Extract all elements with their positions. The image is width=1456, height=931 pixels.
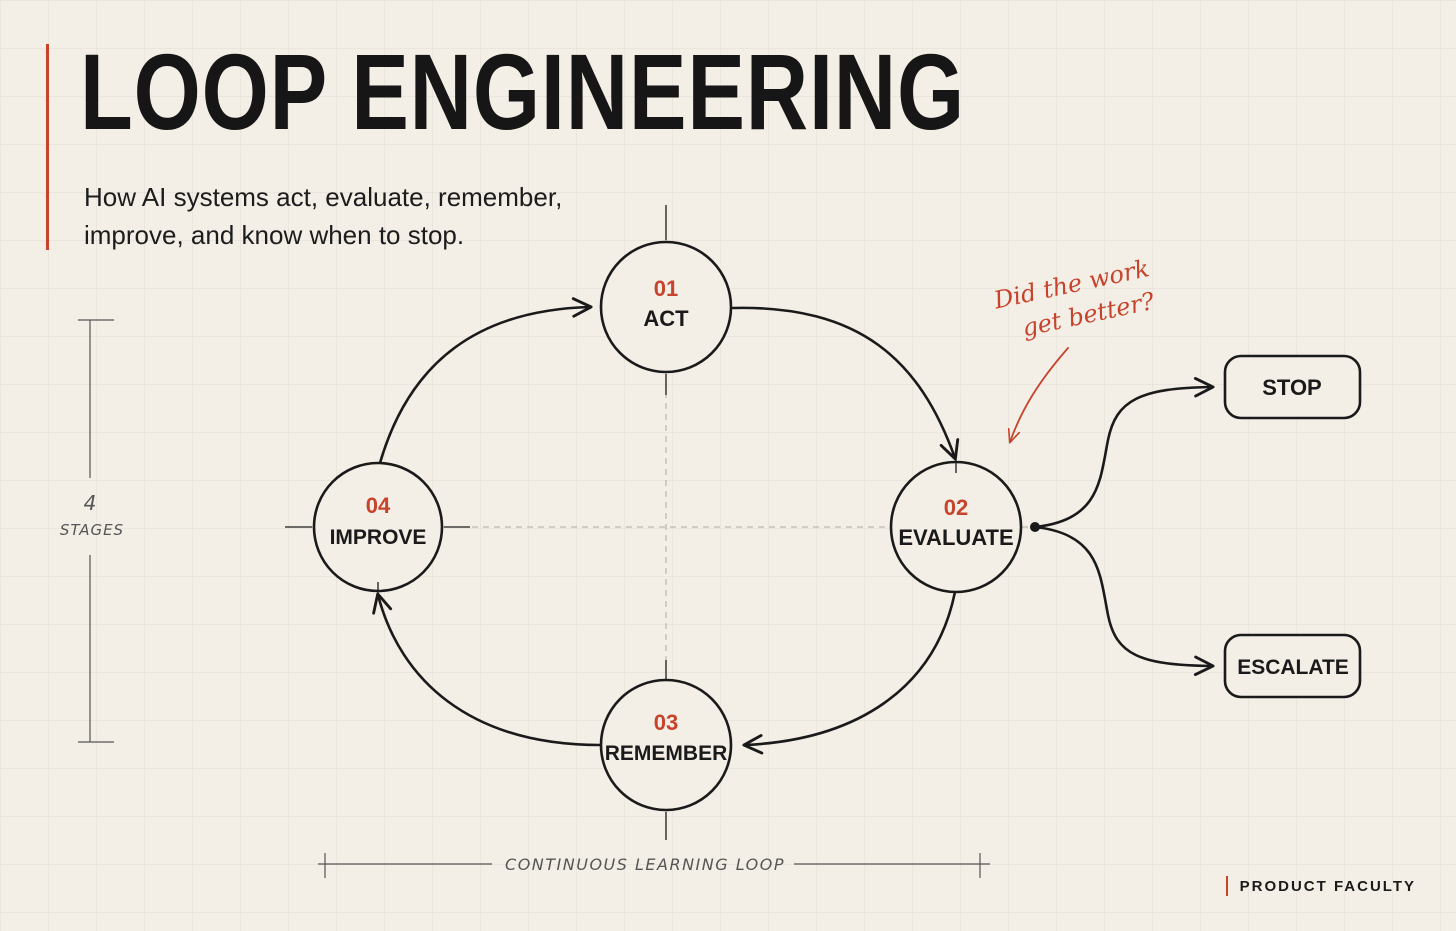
page-subtitle: How AI systems act, evaluate, remember, … xyxy=(84,182,563,250)
arrow-improve-to-act xyxy=(378,297,593,465)
stages-label: STAGES xyxy=(60,521,124,539)
decision-branch xyxy=(1033,377,1215,676)
stage-node-improve: 04 IMPROVE xyxy=(285,461,470,598)
decision-point xyxy=(1030,522,1040,532)
stages-count: 4 xyxy=(84,491,97,515)
outcome-stop-label: STOP xyxy=(1262,375,1322,400)
loop-label: CONTINUOUS LEARNING LOOP xyxy=(505,855,785,874)
loop-arrows xyxy=(372,297,960,755)
title-accent-bar xyxy=(46,44,49,250)
annotation-question: Did the work get better? xyxy=(991,254,1157,342)
annotation-arrow xyxy=(1007,347,1069,444)
stage-node-act: 01 ACT xyxy=(599,205,733,395)
outcome-stop: STOP xyxy=(1223,354,1362,420)
page-title: LOOP ENGINEERING xyxy=(80,31,965,152)
stage-node-evaluate: 02 EVALUATE xyxy=(889,460,1023,594)
outcome-escalate-label: ESCALATE xyxy=(1237,656,1349,679)
stages-dimension-line xyxy=(78,319,114,743)
stage-number: 02 xyxy=(944,495,968,520)
stage-label: REMEMBER xyxy=(605,742,728,765)
footer-accent-bar xyxy=(1225,876,1228,896)
arrow-evaluate-to-remember xyxy=(742,590,957,755)
loop-dimension-line xyxy=(318,853,990,878)
footer-brand: PRODUCT FACULTY xyxy=(1225,876,1416,896)
arrow-act-to-evaluate xyxy=(731,306,960,461)
stage-node-remember: 03 REMEMBER xyxy=(599,660,733,840)
stage-label: ACT xyxy=(643,306,689,331)
stage-label: IMPROVE xyxy=(330,526,427,549)
stage-label: EVALUATE xyxy=(898,525,1013,550)
stage-number: 03 xyxy=(654,710,678,735)
footer-brand-name: PRODUCT FACULTY xyxy=(1239,877,1416,895)
outcome-escalate: ESCALATE xyxy=(1223,633,1362,699)
stage-number: 01 xyxy=(654,276,678,301)
arrow-remember-to-improve xyxy=(372,592,602,747)
stage-number: 04 xyxy=(366,493,391,518)
